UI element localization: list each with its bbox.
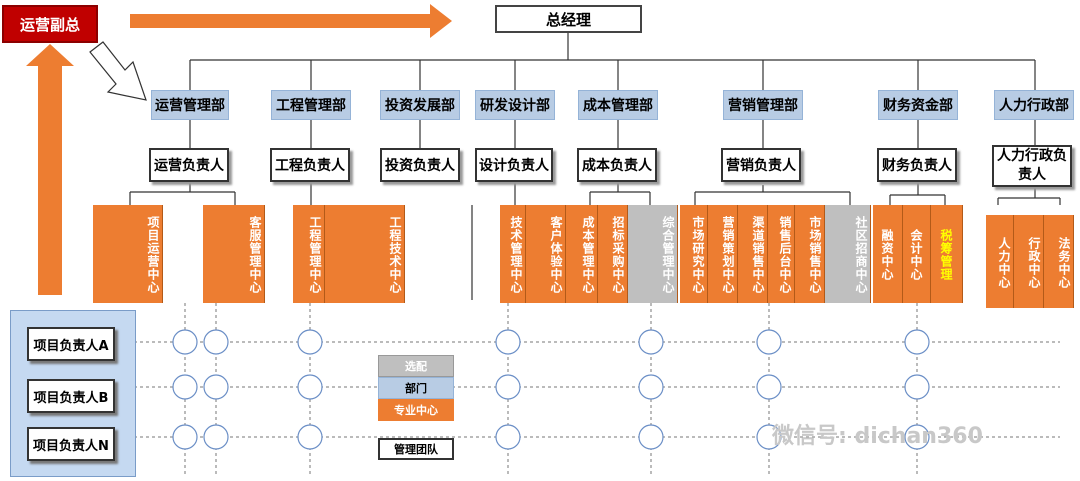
head-rd: 设计负责人 [475,148,553,182]
head-eng: 工程负责人 [270,148,350,182]
center-channel-sales: 渠道销售中心 [738,205,768,303]
center-legal: 法务中心 [1044,215,1074,308]
center-eng-mgmt: 工程管理中心 [293,205,325,303]
center-procurement: 招标采购中心 [598,205,628,303]
right-arrow [130,4,452,38]
center-accounting: 会计中心 [903,205,931,303]
center-tech-mgmt: 技术管理中心 [500,205,526,303]
head-inv: 投资负责人 [380,148,460,182]
head-cost: 成本负责人 [577,148,657,182]
dept-inv: 投资发展部 [380,90,460,120]
diagonal-arrow [89,41,147,101]
up-arrow [26,44,74,295]
legend-optional: 选配 [378,355,454,377]
legend-center: 专业中心 [378,399,454,421]
watermark: 微信号: dichan360 [772,424,983,449]
center-community: 社区招商中心 [825,205,871,303]
center-sales-backend: 销售后台中心 [768,205,795,303]
dept-ops: 运营管理部 [151,90,229,120]
project-lead-n: 项目负责人N [27,427,115,461]
dept-cost: 成本管理部 [578,90,658,120]
dept-fin: 财务资金部 [878,90,958,120]
ceo-box: 总经理 [495,5,642,33]
center-financing: 融资中心 [873,205,903,303]
dept-rd: 研发设计部 [475,90,555,120]
head-hr: 人力行政负责人 [992,145,1072,187]
center-general-mgmt: 综合管理中心 [628,205,678,303]
center-customer-exp: 客户体验中心 [526,205,566,303]
center-customer-service: 客服管理中心 [203,205,265,303]
center-tax: 税筹管理 [931,205,963,303]
center-hr: 人力中心 [986,215,1014,308]
legend-team: 管理团队 [378,438,454,460]
center-marketing-plan: 营销策划中心 [708,205,738,303]
head-fin: 财务负责人 [877,148,957,182]
center-market-sales: 市场销售中心 [795,205,825,303]
project-lead-a: 项目负责人A [27,327,115,361]
center-market-research: 市场研究中心 [680,205,708,303]
dept-eng: 工程管理部 [271,90,351,120]
vp-box: 运营副总 [2,5,98,43]
dept-mkt: 营销管理部 [723,90,803,120]
head-ops: 运营负责人 [149,148,229,182]
head-mkt: 营销负责人 [721,148,801,182]
project-lead-b: 项目负责人B [27,379,115,413]
center-admin: 行政中心 [1014,215,1044,308]
project-leads-panel: 项目负责人A 项目负责人B 项目负责人N [10,310,136,477]
dept-hr: 人力行政部 [994,90,1074,120]
center-cost-mgmt: 成本管理中心 [566,205,598,303]
center-project-ops: 项目运营中心 [93,205,163,303]
legend-dept: 部门 [378,377,454,399]
center-eng-tech: 工程技术中心 [325,205,405,303]
